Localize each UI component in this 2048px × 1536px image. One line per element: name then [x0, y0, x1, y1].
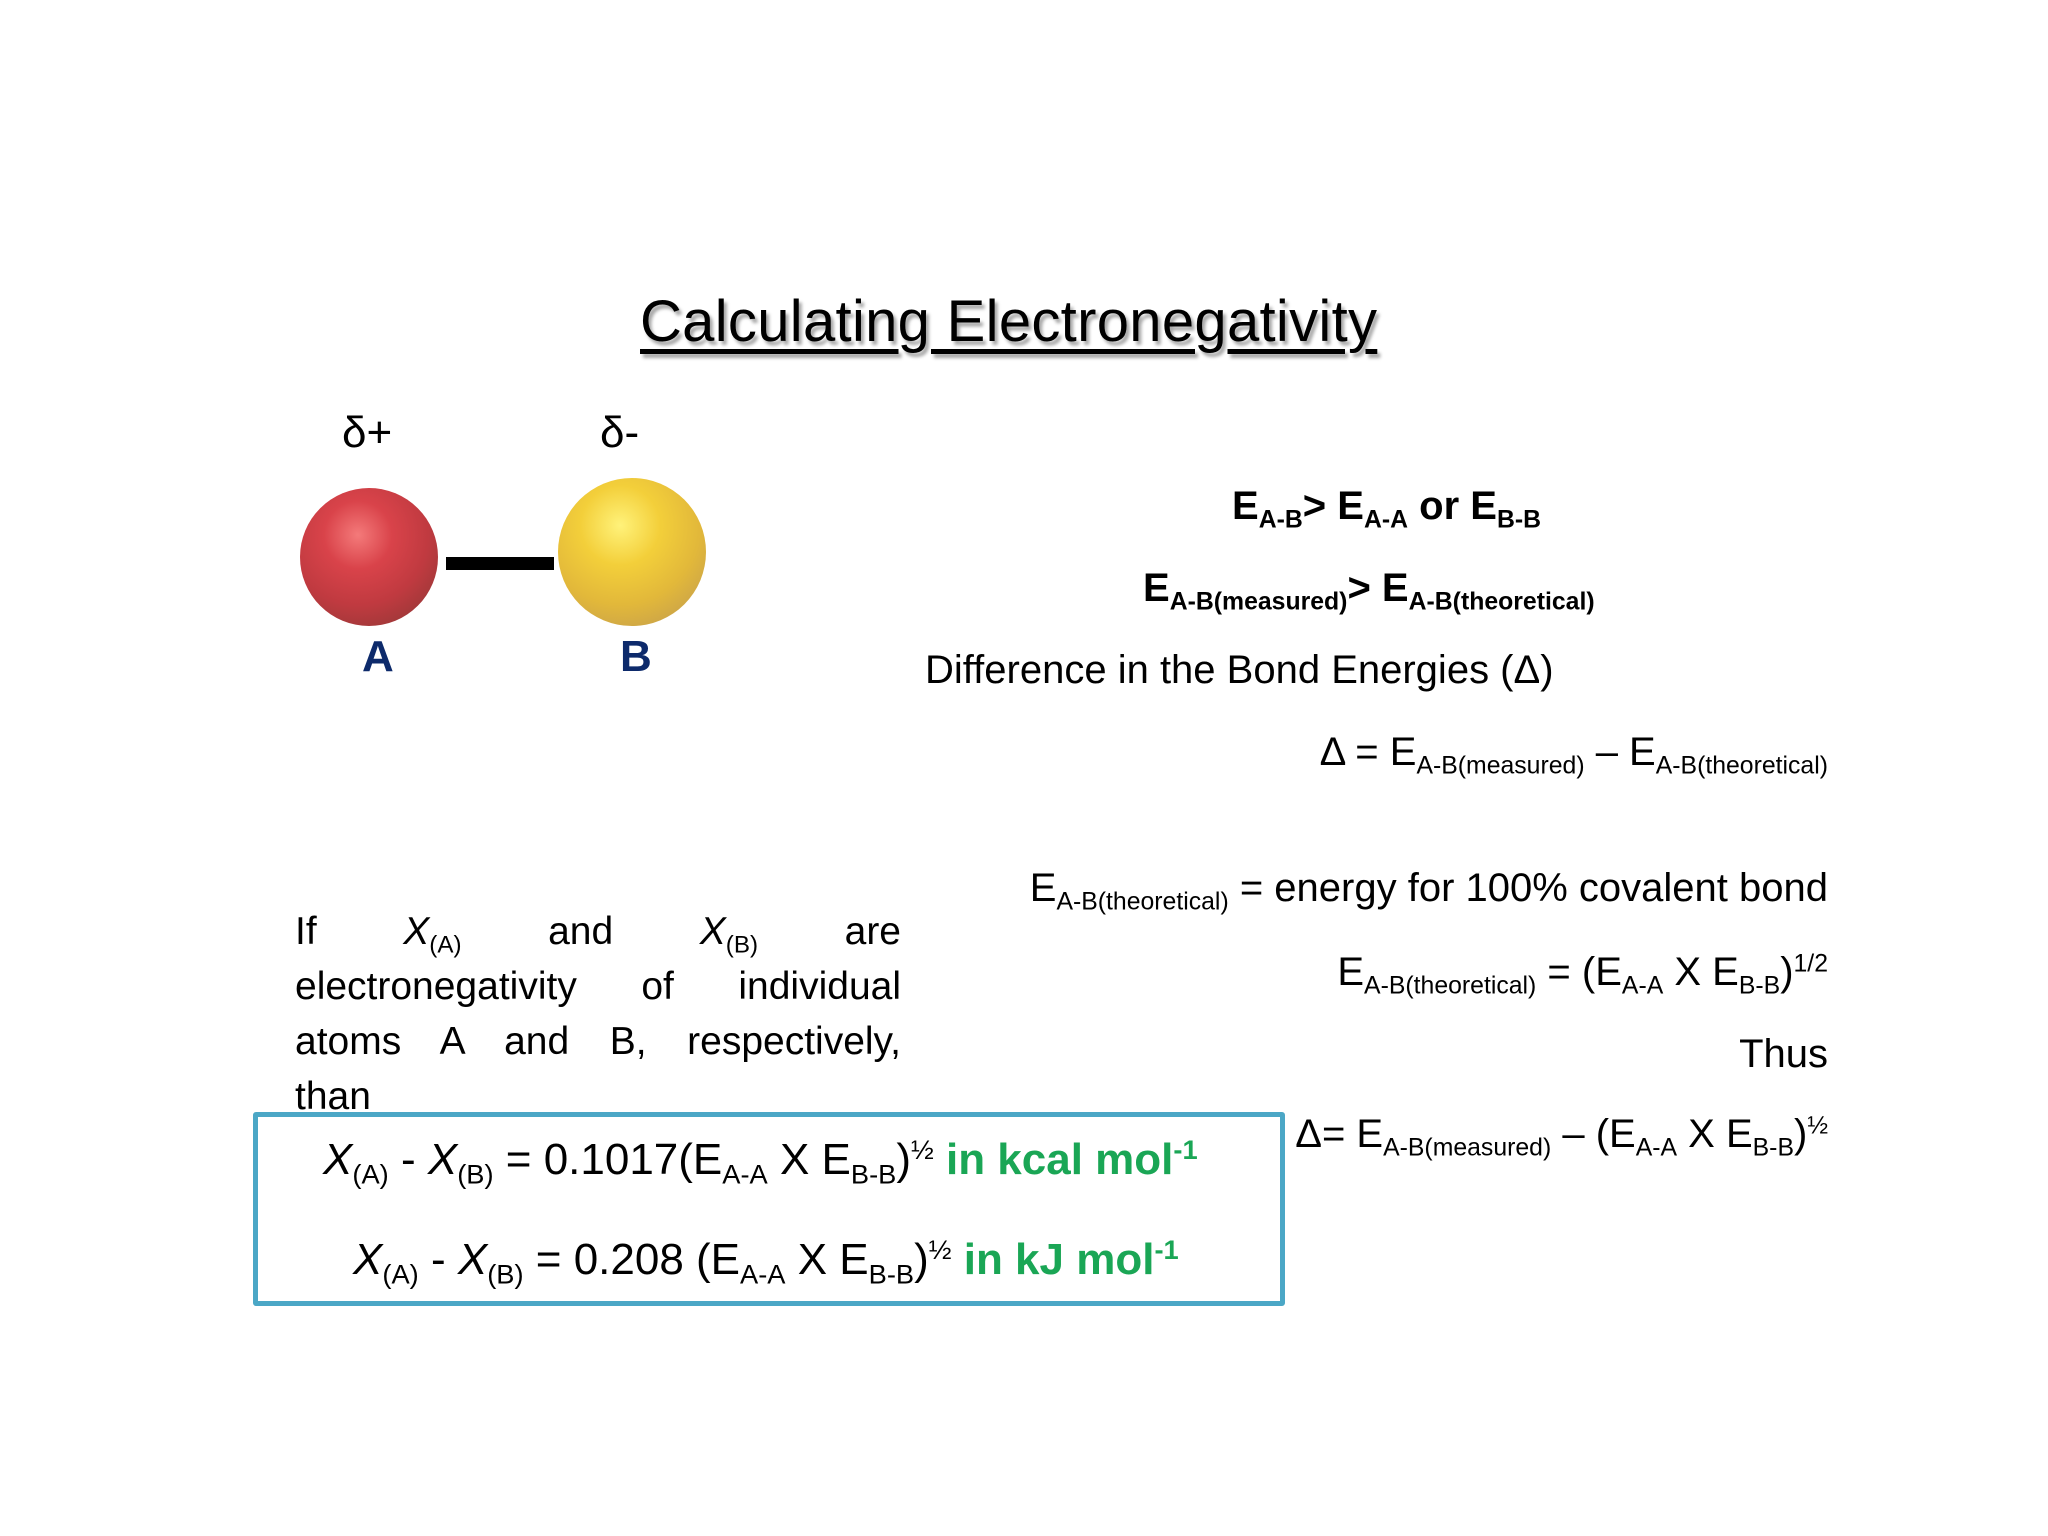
kcal-unit-label: in kcal mol-1 — [933, 1134, 1198, 1184]
electronegativity-paragraph: If X(A) and X(B) are electronegativity o… — [295, 904, 901, 1124]
delta-equation: Δ = EA-B(measured) – EA-B(theoretical) — [1319, 730, 1828, 780]
bond-energy-condition-2: EA-B(measured)> EA-B(theoretical) — [1143, 566, 1595, 616]
kj-unit-label: in kJ mol-1 — [951, 1234, 1179, 1284]
paragraph-line-3: atoms A and B, respectively, — [295, 1020, 901, 1063]
partial-negative-charge-label: δ- — [600, 408, 640, 457]
final-delta-equation: Δ= EA-B(measured) – (EA-A X EB-B)½ — [1295, 1112, 1828, 1162]
theoretical-energy-definition: EA-B(theoretical) = energy for 100% cova… — [1029, 866, 1828, 916]
red-sphere-atom-icon — [300, 488, 438, 626]
kcal-formula: X(A) - X(B) = 0.1017(EA-A X EB-B)½ in kc… — [323, 1134, 1198, 1190]
atom-b-label: B — [620, 632, 652, 681]
paragraph-line-4: than — [295, 1075, 371, 1118]
paragraph-line-1: If X(A) and X(B) are — [295, 910, 901, 959]
thus-label: Thus — [1739, 1032, 1828, 1076]
bond-energy-condition-1: EA-B> EA-A or EB-B — [1232, 484, 1542, 534]
yellow-sphere-atom-icon — [558, 478, 706, 626]
paragraph-line-2: electronegativity of individual — [295, 965, 901, 1008]
difference-heading: Difference in the Bond Energies (Δ) — [925, 648, 1554, 692]
slide-title: Calculating Electronegativity — [640, 289, 1378, 354]
kj-formula: X(A) - X(B) = 0.208 (EA-A X EB-B)½ in kJ… — [353, 1234, 1179, 1290]
formula-box: X(A) - X(B) = 0.1017(EA-A X EB-B)½ in kc… — [253, 1112, 1285, 1306]
bond-line-icon — [446, 557, 554, 570]
theoretical-energy-equation: EA-B(theoretical) = (EA-A X EB-B)1/2 — [1337, 950, 1828, 1000]
partial-positive-charge-label: δ+ — [342, 408, 393, 457]
atom-a-label: A — [362, 632, 394, 681]
